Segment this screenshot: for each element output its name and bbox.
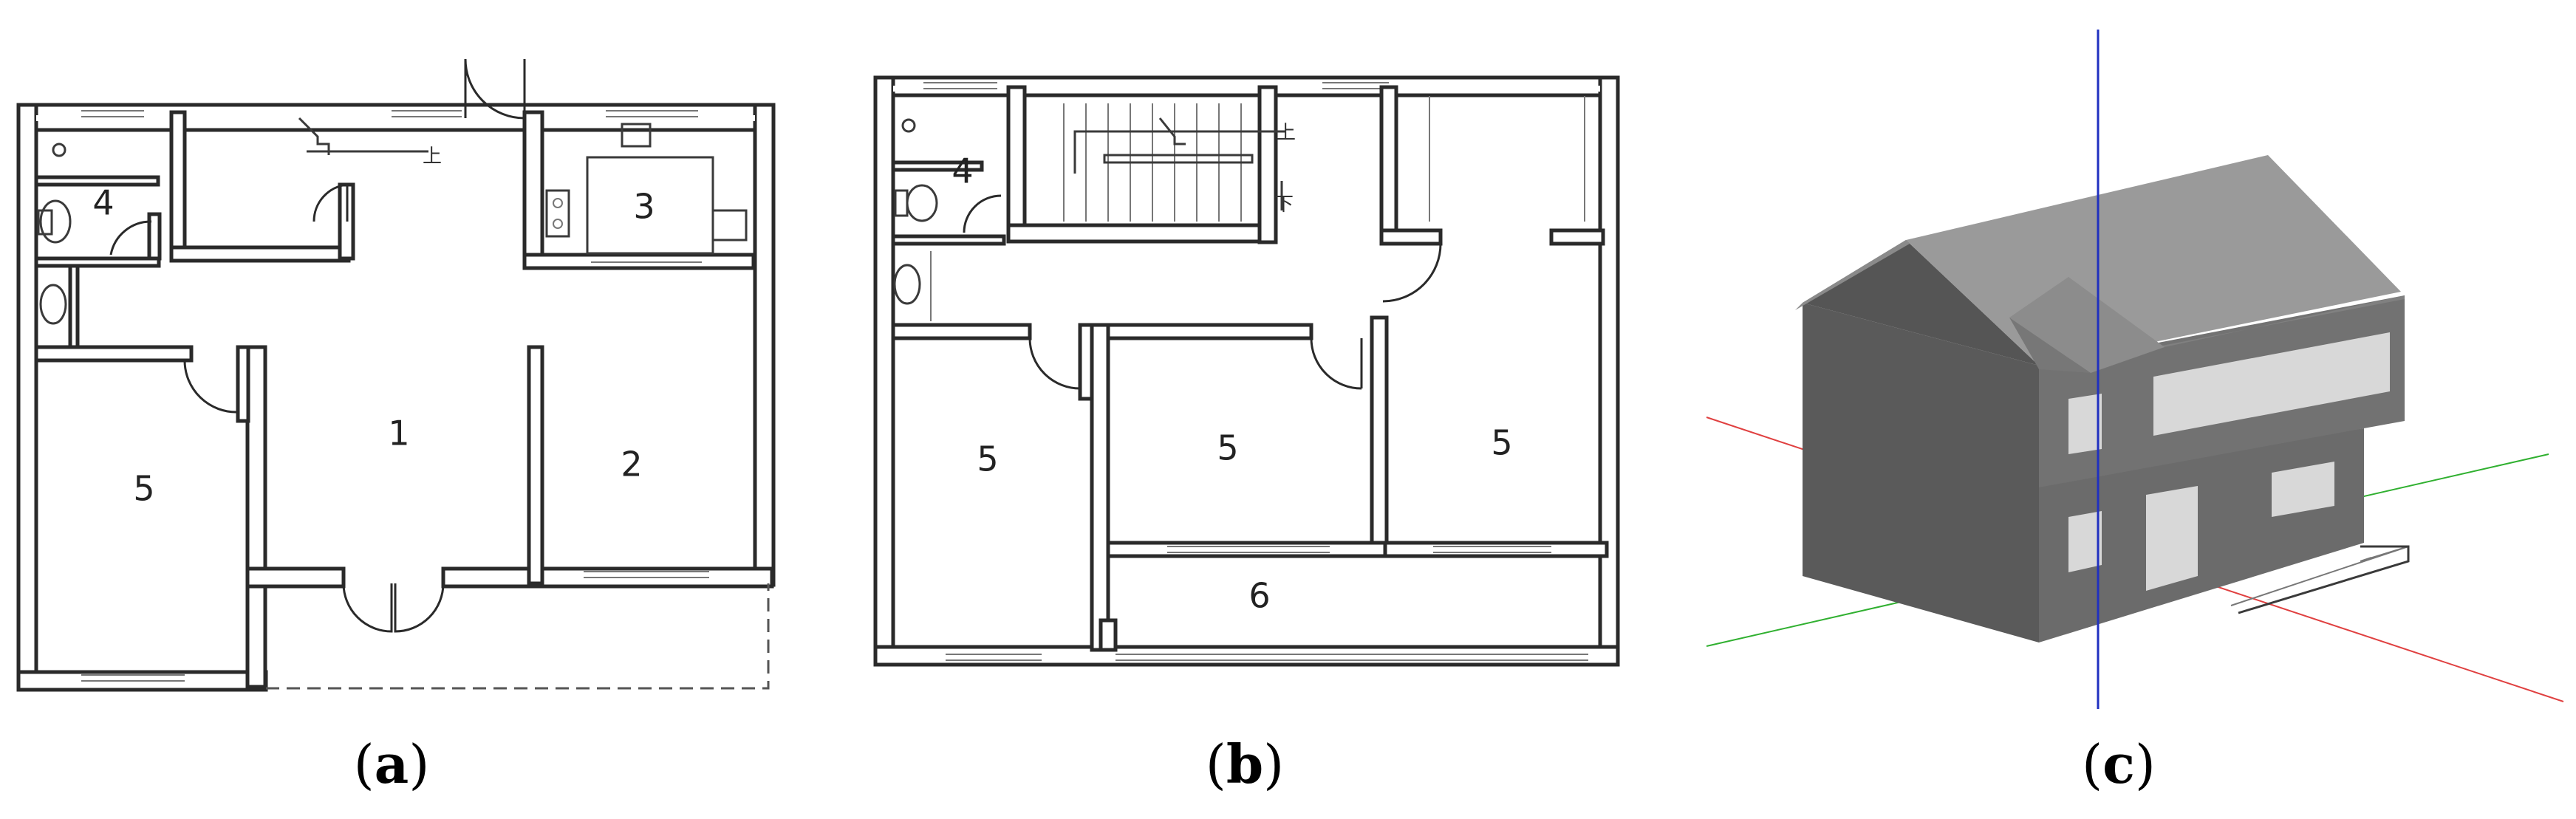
bedroom2-wall-left-a: [527, 345, 544, 586]
stair-wall-bottom-a: [169, 245, 351, 263]
bedroom-divider-b: [1090, 323, 1110, 652]
window-lower-left: [2068, 511, 2102, 572]
room-label: 5: [1217, 428, 1238, 468]
bedroom-wall-top-b: [891, 323, 1032, 340]
upper-right-wall-b: [1379, 85, 1398, 244]
wall-entrance-left-a: [245, 566, 346, 589]
room-label: 3: [633, 187, 655, 227]
window-lower-right: [2272, 462, 2334, 517]
stair-wall-right-b: [1257, 85, 1278, 244]
stair-wall-left-b: [1006, 85, 1027, 241]
house-dormer: [2009, 277, 2165, 373]
room-label: 1: [388, 414, 409, 453]
room-label: 5: [977, 439, 998, 479]
room-label: 5: [133, 469, 154, 509]
room-label: 6: [1248, 576, 1270, 616]
room-label: 5: [1491, 423, 1512, 463]
stair-mark-down-b: 下: [1274, 193, 1294, 216]
stair-mark-up-b: 上: [1277, 122, 1296, 144]
wall-left-b: [873, 75, 895, 667]
house-side-wall: [1803, 303, 2039, 642]
room-label: 2: [621, 445, 642, 484]
wall-right-a: [753, 103, 776, 587]
caption-a: (a): [354, 733, 430, 795]
wall-room5-right-a: [245, 345, 267, 689]
front-door: [2146, 486, 2198, 591]
floor-plan-a: 上 1 2: [16, 58, 776, 692]
porch-outline-a: [266, 583, 770, 690]
stair-wall-bottom-b: [1006, 223, 1277, 244]
kitchen-wall-left-a: [522, 110, 544, 270]
wall-left-a: [16, 103, 38, 691]
caption-b: (b): [1206, 733, 1285, 795]
window-upper-strip: [2153, 332, 2390, 436]
room-label: 4: [92, 183, 114, 223]
stair-mark-a: 上: [423, 145, 442, 168]
top-door-a: [464, 58, 526, 120]
house-3d-model-c: [1706, 30, 2564, 709]
bath-divider-a: [34, 175, 160, 187]
room-label: 4: [952, 151, 973, 191]
stair-treads-b: [1063, 103, 1254, 222]
floor-plan-b: 上 下 4 5 5 5: [873, 75, 1620, 667]
stair-wall-left-a: [169, 110, 187, 262]
wall-right-b: [1598, 75, 1620, 667]
bedroom-wall-top-a: [34, 345, 194, 363]
window-upper-left: [2068, 394, 2102, 454]
caption-c: (c): [2082, 733, 2156, 795]
